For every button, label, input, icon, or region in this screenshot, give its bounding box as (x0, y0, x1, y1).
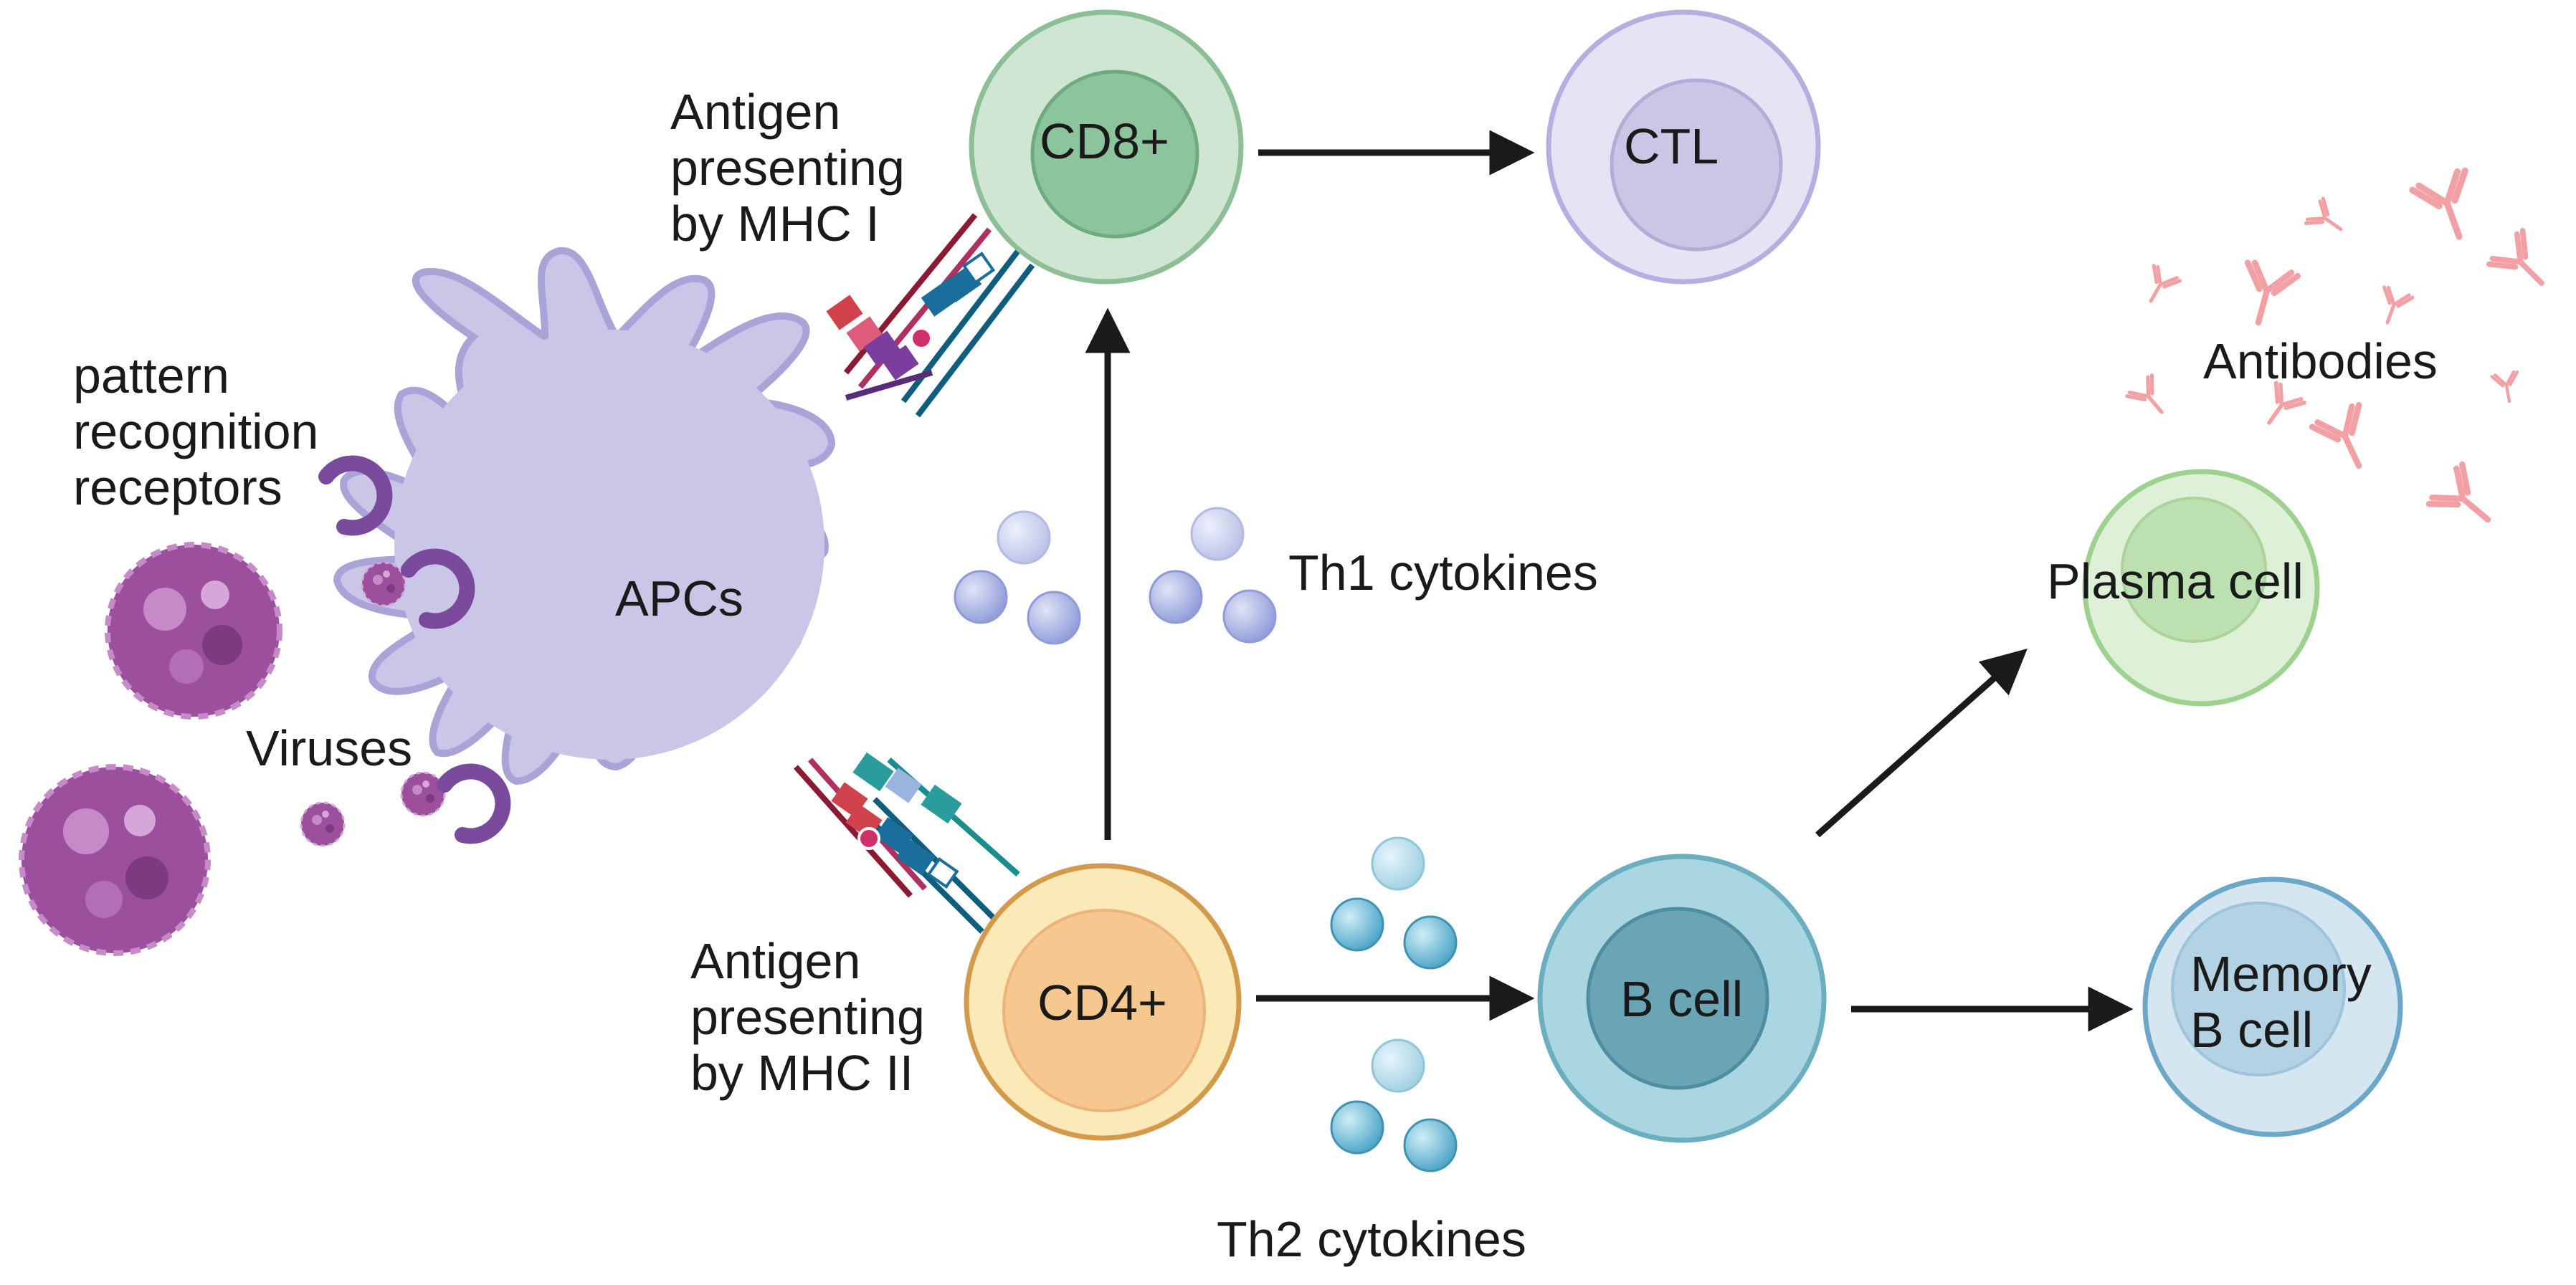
mhc1-complex (826, 213, 1035, 418)
virus-small-3 (400, 771, 446, 817)
th1-label: Th1 cytokines (1288, 545, 1598, 601)
mhc2-label: Antigen presenting by MHC II (690, 933, 925, 1101)
th1-cytokines (954, 507, 1277, 645)
mhc1-label: Antigen presenting by MHC I (670, 84, 905, 252)
plasma-cell (2082, 469, 2320, 707)
virus-large-2 (19, 764, 211, 956)
cd4-label: CD4+ (1037, 975, 1167, 1031)
bcell-label: B cell (1620, 971, 1744, 1027)
viruses-label: Viruses (246, 720, 413, 776)
memory-label: Memory B cell (2190, 946, 2372, 1058)
virus-large-1 (105, 542, 282, 720)
apc-label: APCs (615, 570, 743, 626)
cd4-cell (964, 863, 1242, 1141)
apc-cell (333, 247, 836, 785)
ctl-label: CTL (1624, 118, 1719, 174)
antibodies-label: Antibodies (2203, 333, 2438, 389)
b-cell (1537, 854, 1827, 1143)
th2-label: Th2 cytokines (1217, 1211, 1526, 1267)
memory-b-cell (2142, 876, 2403, 1137)
th2-cytokines (1330, 836, 1458, 1172)
arrow-bcell-to-plasma (1815, 649, 2028, 838)
virus-small-1 (361, 561, 407, 607)
virus-small-2 (300, 801, 346, 847)
arrows (1085, 130, 2134, 1032)
ctl-cell (1546, 9, 1821, 285)
cd8-label: CD8+ (1040, 113, 1169, 169)
prr-receptor-icons (318, 455, 511, 844)
plasma-label: Plasma cell (2047, 553, 2304, 609)
cd8-cell (969, 9, 1244, 285)
mhc2-complex (794, 752, 1020, 934)
prr-label: pattern recognition receptors (73, 348, 319, 515)
